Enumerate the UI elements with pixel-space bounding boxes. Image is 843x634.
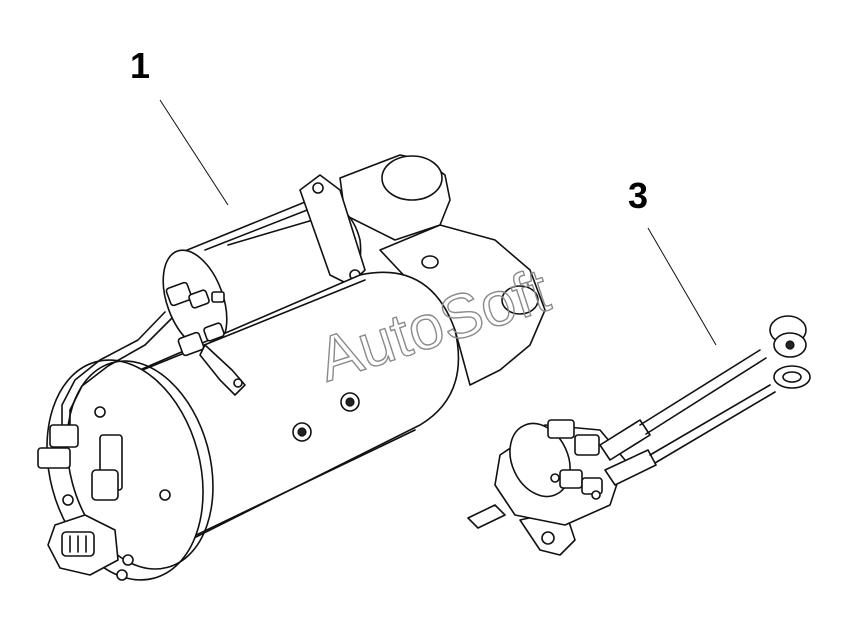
callout-label-1: 1 [130, 45, 150, 86]
leader-line-1 [159, 99, 229, 206]
relay-part-3 [467, 315, 811, 556]
leader-line-3 [647, 227, 717, 346]
callout-label-3: 3 [628, 175, 648, 216]
callout-3: 3 [628, 175, 717, 346]
solenoid-terminals [165, 281, 246, 396]
starter-motor-part-1 [37, 154, 546, 581]
callout-1: 1 [130, 45, 229, 206]
